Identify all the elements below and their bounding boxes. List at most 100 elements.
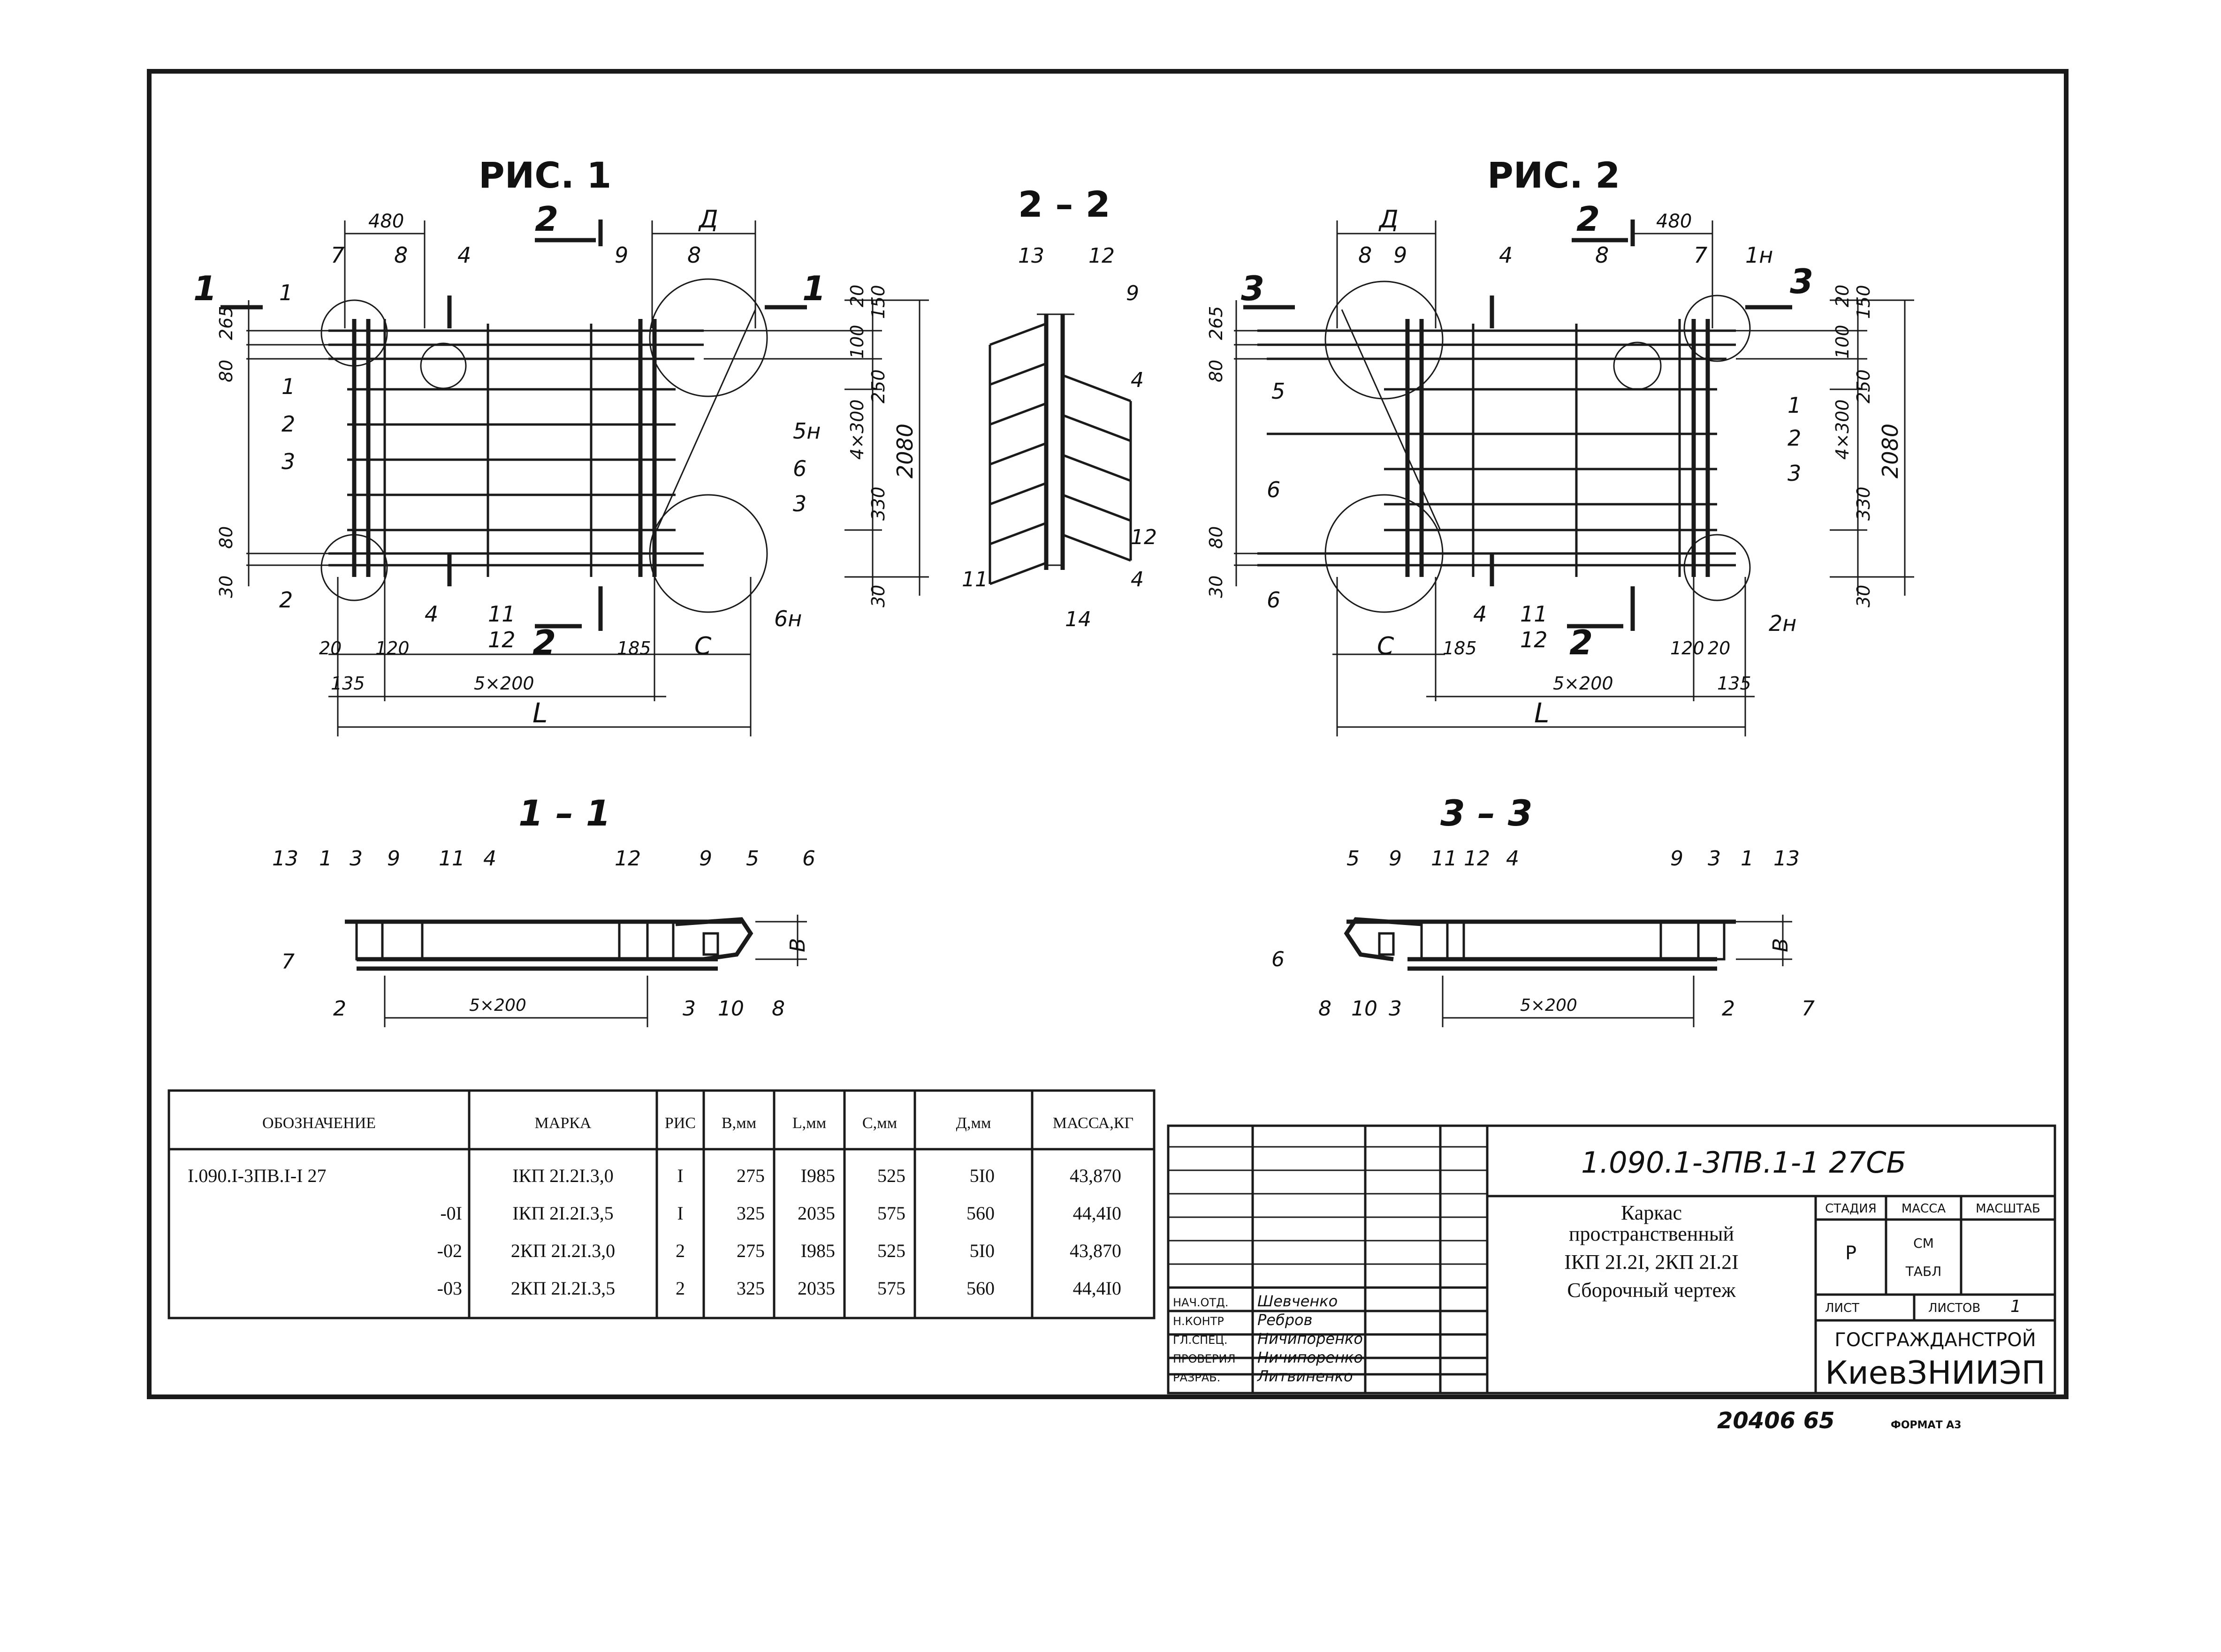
sec11-dim-b: В xyxy=(786,938,810,952)
sec11-label-1: 1 xyxy=(319,847,332,871)
sec11-label-3b: 3 xyxy=(683,997,696,1021)
signature-role: НАЧ.ОТД. xyxy=(1173,1296,1228,1309)
fig1-dim-r2080: 2080 xyxy=(892,424,918,478)
fig2-label-9: 9 xyxy=(1393,242,1407,268)
marks-cell-d: 5I0 xyxy=(970,1240,995,1261)
marks-cell-mass: 43,870 xyxy=(1070,1165,1121,1186)
scale-header: МАСШТАБ xyxy=(1976,1202,2040,1216)
fig1-label-5n: 5н xyxy=(793,418,821,444)
marks-cell-c: 575 xyxy=(877,1203,905,1224)
org-line1: ГОСГРАЖДАНСТРОЙ xyxy=(1834,1328,2036,1351)
sec33-title: 3 – 3 xyxy=(1440,792,1533,834)
fig1-label-11: 11 xyxy=(488,601,516,627)
sec33-label-4: 4 xyxy=(1506,847,1519,871)
sec33-label-10: 10 xyxy=(1351,997,1377,1021)
sec33-label-6: 6 xyxy=(1271,947,1285,971)
sheet-frame xyxy=(147,69,2069,1399)
sec11-label-12: 12 xyxy=(615,847,641,871)
sec33-label-11: 11 xyxy=(1431,847,1457,871)
sec11-label-7: 7 xyxy=(281,950,295,974)
fig2-label-12: 12 xyxy=(1520,627,1548,652)
sec11-label-9b: 9 xyxy=(699,847,712,871)
fig1-label-9: 9 xyxy=(615,242,628,268)
sec22-drawing xyxy=(989,313,1132,585)
format-label: ФОРМАТ А3 xyxy=(1891,1419,1962,1431)
sec33-label-3: 3 xyxy=(1708,847,1721,871)
fig2-dim-r150: 150 xyxy=(1853,285,1874,319)
signature-role: РАЗРАБ. xyxy=(1173,1371,1220,1384)
fig2-label-7: 7 xyxy=(1694,242,1707,268)
fig1-label-6n: 6н xyxy=(774,606,802,631)
marks-cell-l: I985 xyxy=(801,1165,835,1186)
marks-cell-fig: I xyxy=(677,1165,683,1186)
sec33-label-7: 7 xyxy=(1802,997,1815,1021)
fig2-dim-265: 265 xyxy=(1206,306,1226,340)
marks-cell-b: 275 xyxy=(737,1240,765,1261)
marks-cell-b: 275 xyxy=(737,1165,765,1186)
marks-cell-fig: I xyxy=(677,1203,683,1224)
signature-name: Ничипоренко xyxy=(1257,1330,1363,1348)
sec11-dim-5x200: 5×200 xyxy=(469,996,526,1015)
marks-cell-d: 5I0 xyxy=(970,1165,995,1186)
sec11-label-3: 3 xyxy=(350,847,363,871)
sec33-label-9b: 9 xyxy=(1670,847,1683,871)
fig1-dim-80b: 80 xyxy=(216,526,236,549)
fig1-dim-480: 480 xyxy=(368,211,404,232)
sec11-label-11: 11 xyxy=(439,847,465,871)
marks-header-5: С,мм xyxy=(862,1114,897,1132)
fig1-dim-265: 265 xyxy=(216,306,236,340)
sec33-dim-5x200: 5×200 xyxy=(1520,996,1577,1015)
sec11-label-6: 6 xyxy=(802,847,815,871)
marks-cell-designation: -0I xyxy=(440,1203,462,1224)
fig2-label-5: 5 xyxy=(1271,379,1285,404)
fig1-dim-r330: 330 xyxy=(868,486,889,521)
sec22-label-12: 12 xyxy=(1088,244,1115,268)
sec33-label-5: 5 xyxy=(1346,847,1360,871)
fig1-drawing xyxy=(221,220,929,736)
sec11-label-2: 2 xyxy=(333,997,346,1021)
signature-role: Н.КОНТР xyxy=(1173,1315,1224,1328)
marks-header-2: РИС xyxy=(665,1114,696,1132)
fig1-dim-30: 30 xyxy=(216,576,236,598)
marks-cell-l: I985 xyxy=(801,1240,835,1261)
fig1-cut-2a: 2 xyxy=(535,199,558,239)
sec11-label-13: 13 xyxy=(272,847,298,871)
fig2-cut-3a: 3 xyxy=(1241,269,1264,308)
fig2-label-6b: 6 xyxy=(1267,587,1280,613)
doc-name-line2: пространственный xyxy=(1569,1222,1734,1245)
fig1-dim-bL: L xyxy=(532,697,548,729)
fig1-cut-4a: 4 xyxy=(457,242,471,268)
fig2-dim-r4x300: 4×300 xyxy=(1832,399,1853,460)
marks-header-3: В,мм xyxy=(722,1114,756,1132)
fig2-cut-4a: 4 xyxy=(1499,242,1513,268)
sec11-label-10: 10 xyxy=(718,997,744,1021)
marks-cell-d: 560 xyxy=(966,1278,995,1299)
fig1-dim-b135: 135 xyxy=(331,673,365,694)
sec11-label-8: 8 xyxy=(772,997,785,1021)
fig1-label-8: 8 xyxy=(394,242,408,268)
signature-name: Литвиненко xyxy=(1257,1367,1353,1385)
fig2-drawing xyxy=(1234,220,1914,736)
marks-cell-c: 575 xyxy=(877,1278,905,1299)
fig1-label-8b: 8 xyxy=(687,242,701,268)
fig1-dim-d: Д xyxy=(698,205,718,234)
fig2-dim-b20: 20 xyxy=(1708,638,1730,659)
fig2-dim-b185: 185 xyxy=(1443,638,1477,659)
marks-table xyxy=(167,1089,1156,1319)
signature-role: ГЛ.СПЕЦ. xyxy=(1173,1334,1228,1347)
sec22-label-12b: 12 xyxy=(1131,525,1157,549)
marks-cell-fig: 2 xyxy=(676,1278,685,1299)
mass-header: МАССА xyxy=(1902,1202,1946,1216)
sec11-drawing xyxy=(345,915,807,1027)
fig2-label-1: 1 xyxy=(1787,393,1801,418)
fig2-label-11: 11 xyxy=(1520,601,1548,627)
signature-name: Ничипоренко xyxy=(1257,1349,1363,1366)
fig1-dim-b5x200: 5×200 xyxy=(474,673,534,694)
fig2-label-1n: 1н xyxy=(1745,242,1773,268)
sec22-label-13: 13 xyxy=(1018,244,1044,268)
fig1-cut-4b: 4 xyxy=(425,601,438,627)
fig1-dim-r150: 150 xyxy=(868,285,889,319)
fig1-label-2b: 2 xyxy=(279,587,293,613)
